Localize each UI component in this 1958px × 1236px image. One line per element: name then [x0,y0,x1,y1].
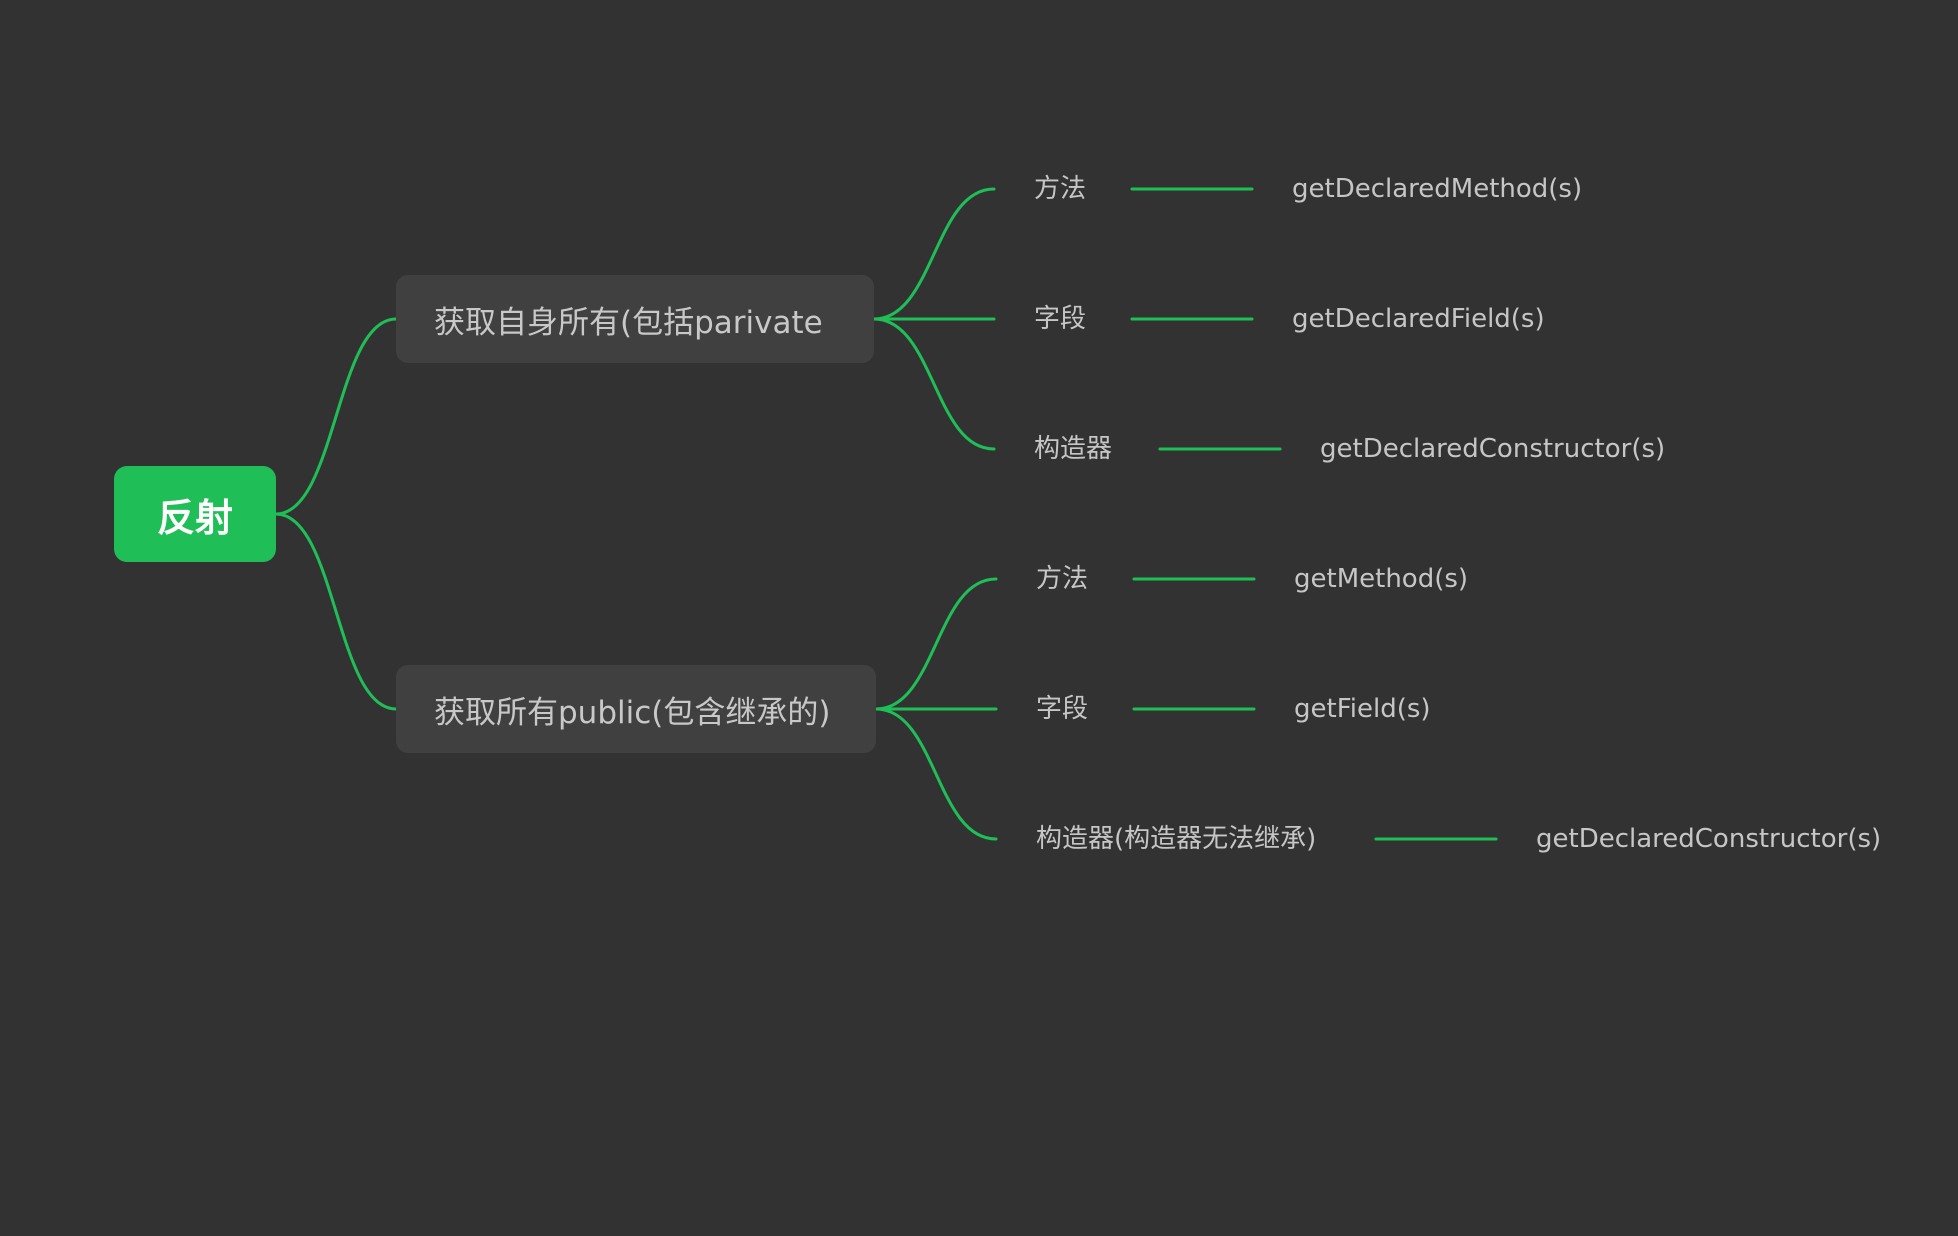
topic-label[interactable]: 构造器(构造器无法继承) [1036,824,1317,854]
method-label[interactable]: getField(s) [1294,694,1431,724]
root-connector [274,317,398,516]
topic-label[interactable]: 字段 [1034,304,1087,334]
branch-connector [874,577,998,711]
branch-connector [872,317,996,451]
branch-connector [874,707,998,841]
branch-connector [872,187,996,321]
topic-label[interactable]: 方法 [1034,174,1087,204]
method-label[interactable]: getMethod(s) [1294,564,1469,594]
branch-node-public[interactable]: 获取所有public(包含继承的) [396,665,876,753]
topic-label[interactable]: 字段 [1036,694,1089,724]
method-label[interactable]: getDeclaredConstructor(s) [1320,434,1666,464]
topic-label[interactable]: 方法 [1036,564,1089,594]
topic-label[interactable]: 构造器 [1034,434,1113,464]
branch-node-self[interactable]: 获取自身所有(包括parivate [396,275,874,363]
method-label[interactable]: getDeclaredField(s) [1292,304,1545,334]
root-connector [274,512,398,711]
method-label[interactable]: getDeclaredMethod(s) [1292,174,1583,204]
method-label[interactable]: getDeclaredConstructor(s) [1536,824,1882,854]
root-node[interactable]: 反射 [114,466,276,562]
